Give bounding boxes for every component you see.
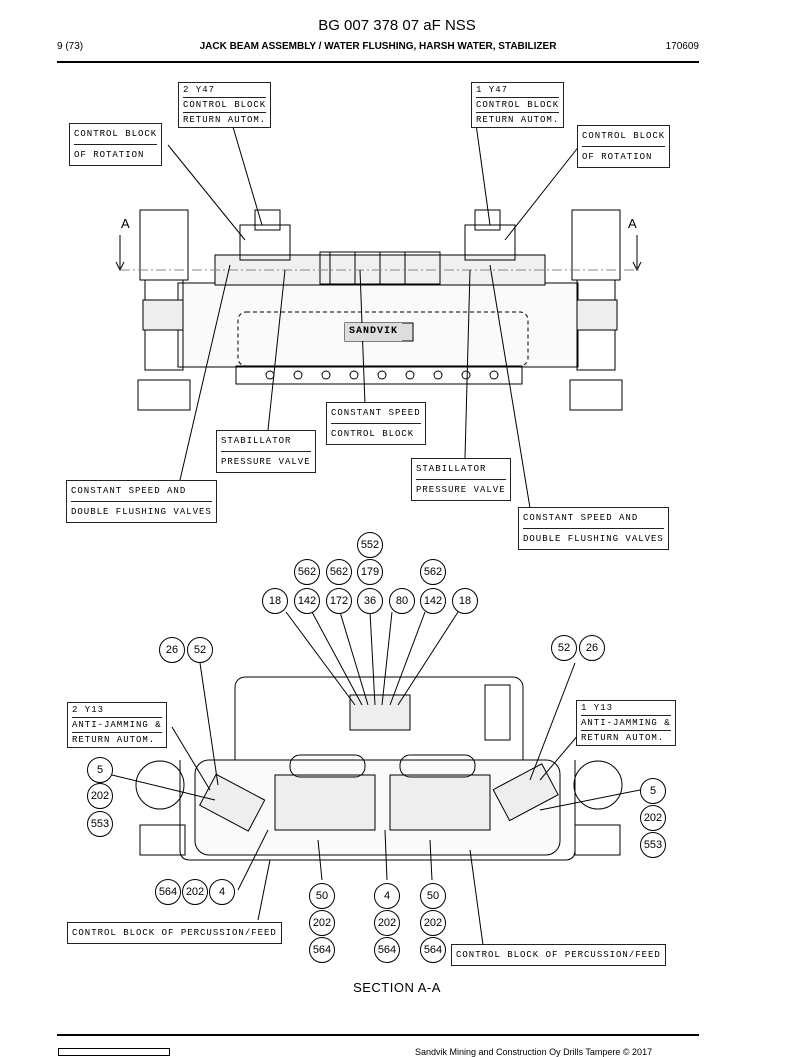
page-title: JACK BEAM ASSEMBLY / WATER FLUSHING, HAR…: [199, 41, 557, 52]
item-balloon: 4: [209, 879, 235, 905]
item-balloon: 552: [357, 532, 383, 558]
item-balloon: 80: [389, 588, 415, 614]
item-balloon: 562: [420, 559, 446, 585]
item-balloon: 202: [420, 910, 446, 936]
item-balloon: 50: [420, 883, 446, 909]
section-title: SECTION A-A: [353, 980, 441, 995]
item-balloon: 172: [326, 588, 352, 614]
header-row: 9 (73) JACK BEAM ASSEMBLY / WATER FLUSHI…: [57, 41, 699, 55]
item-balloon: 564: [155, 879, 181, 905]
item-balloon: 553: [640, 832, 666, 858]
item-balloon: 26: [579, 635, 605, 661]
item-balloon: 202: [640, 805, 666, 831]
section-mark-right: A: [628, 216, 637, 231]
section-mark-left: A: [121, 216, 130, 231]
item-balloon: 50: [309, 883, 335, 909]
item-balloon: 142: [294, 588, 320, 614]
item-balloon: 562: [326, 559, 352, 585]
item-balloon: 179: [357, 559, 383, 585]
item-balloon: 52: [187, 637, 213, 663]
header-rule: [57, 61, 699, 63]
item-balloon: 564: [309, 937, 335, 963]
footer-copyright: Sandvik Mining and Construction Oy Drill…: [415, 1047, 653, 1057]
date-code: 170609: [665, 41, 699, 52]
footer-rule: [57, 1034, 699, 1036]
item-balloon: 202: [309, 910, 335, 936]
item-balloon: 5: [640, 778, 666, 804]
callout-percussion-left: CONTROL BLOCK OF PERCUSSION/FEED: [67, 922, 282, 944]
brand-plate: SANDVIK: [345, 323, 403, 341]
item-balloon: 18: [452, 588, 478, 614]
item-balloon: 564: [374, 937, 400, 963]
item-balloon: 553: [87, 811, 113, 837]
item-balloon: 202: [87, 783, 113, 809]
item-balloon: 18: [262, 588, 288, 614]
item-balloon: 5: [87, 757, 113, 783]
item-balloon: 564: [420, 937, 446, 963]
item-balloon: 202: [182, 879, 208, 905]
sandvik-logo: [58, 1048, 170, 1056]
item-balloon: 142: [420, 588, 446, 614]
item-balloon: 4: [374, 883, 400, 909]
item-balloon: 562: [294, 559, 320, 585]
page-number: 9 (73): [57, 41, 84, 52]
item-balloon: 26: [159, 637, 185, 663]
item-balloon: 202: [374, 910, 400, 936]
item-balloon: 36: [357, 588, 383, 614]
document-number: BG 007 378 07 aF NSS: [318, 17, 476, 34]
callout-percussion-right: CONTROL BLOCK OF PERCUSSION/FEED: [451, 944, 666, 966]
item-balloon: 52: [551, 635, 577, 661]
